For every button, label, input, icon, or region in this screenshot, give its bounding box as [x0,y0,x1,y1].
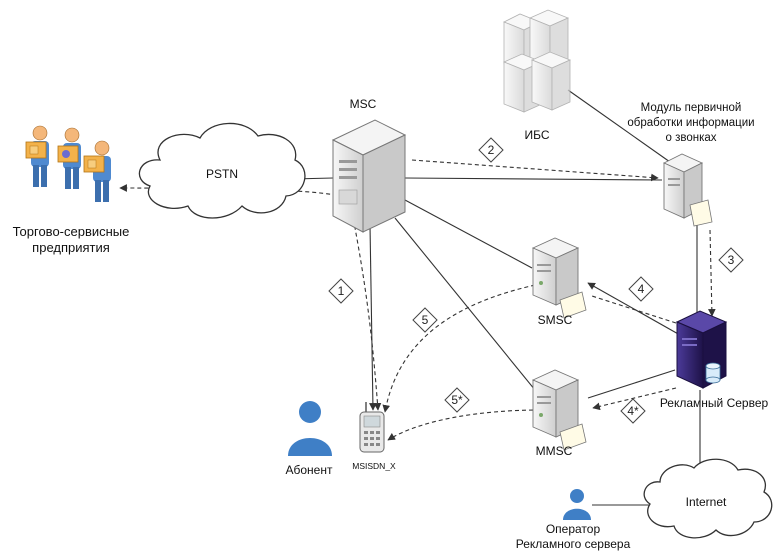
step-number: 4* [627,404,639,418]
merchant-person-2 [57,127,81,189]
flow-2 [411,159,659,182]
mobile-phone-icon [359,402,385,453]
step-marker: 4 [628,276,654,302]
link-msc-smsc [404,199,533,269]
step-number: 3 [728,253,735,267]
merchant-box-icon [57,145,79,163]
step-marker: 2 [478,137,504,163]
step-number: 5 [422,313,429,327]
msc-label: MSC [350,97,377,111]
flow-4star [592,387,677,411]
module-server [662,153,713,227]
flow-4 [591,295,677,324]
mmsc-server [531,369,587,451]
merchant-box-icon [25,141,47,159]
msc-server: MSC [331,97,407,233]
smsc-server [531,237,587,319]
ad-server [675,310,728,389]
step-marker: 5 [412,307,438,333]
step-number: 5* [451,393,463,407]
merchants-label-line1: Торгово-сервисные [13,224,130,239]
step-number: 2 [488,143,495,157]
link-msc-module [404,177,663,181]
step-marker: 3 [718,247,744,273]
operator-label-line1: Оператор [546,522,601,536]
flow-5star [387,409,541,441]
ibs-server-4 [530,51,572,111]
link-adserver-mmsc [587,369,676,399]
internet-cloud: Internet [643,458,773,539]
pstn-label: PSTN [206,167,238,181]
step-marker: 4* [620,398,646,424]
ad-server-label: Рекламный Сервер [660,396,769,410]
merchants-label-line2: предприятия [32,240,110,255]
flow-3 [707,229,716,317]
step-number: 4 [638,282,645,296]
merchant-person-1 [25,125,49,187]
subscriber-person-icon [288,401,332,456]
merchant-person-3 [83,140,111,202]
database-icon [705,362,721,384]
step-marker: 1 [328,278,354,304]
smsc-label: SMSC [538,313,573,327]
ibs-server-cluster [502,9,572,113]
pstn-cloud: PSTN [138,122,306,219]
connections [249,89,701,506]
step-number: 1 [338,284,345,298]
subscriber-label: Абонент [286,463,333,477]
module-label-line3: о звонках [665,132,716,144]
link-msc-phone [369,224,377,411]
mmsc-label: MMSC [536,444,573,458]
internet-label: Internet [686,495,727,509]
merchants-group [25,125,111,202]
flow-1b [351,211,382,411]
step-marker: 5* [444,387,470,413]
step-markers: 1 2 3 4 4* 5 5* [328,137,744,424]
module-label-line1: Модуль первичной [641,102,742,114]
flow-5 [382,284,536,413]
merchant-box-icon [83,155,105,173]
operator-person-icon [563,489,591,520]
link-msc-mmsc [394,217,536,391]
phone-id-label: MSISDN_X [352,461,396,471]
operator-label-line2: Рекламного сервера [516,537,631,551]
module-label-line2: обработки информации [627,117,754,129]
link-ibs-module [567,89,671,163]
ibs-label: ИБС [524,128,549,142]
